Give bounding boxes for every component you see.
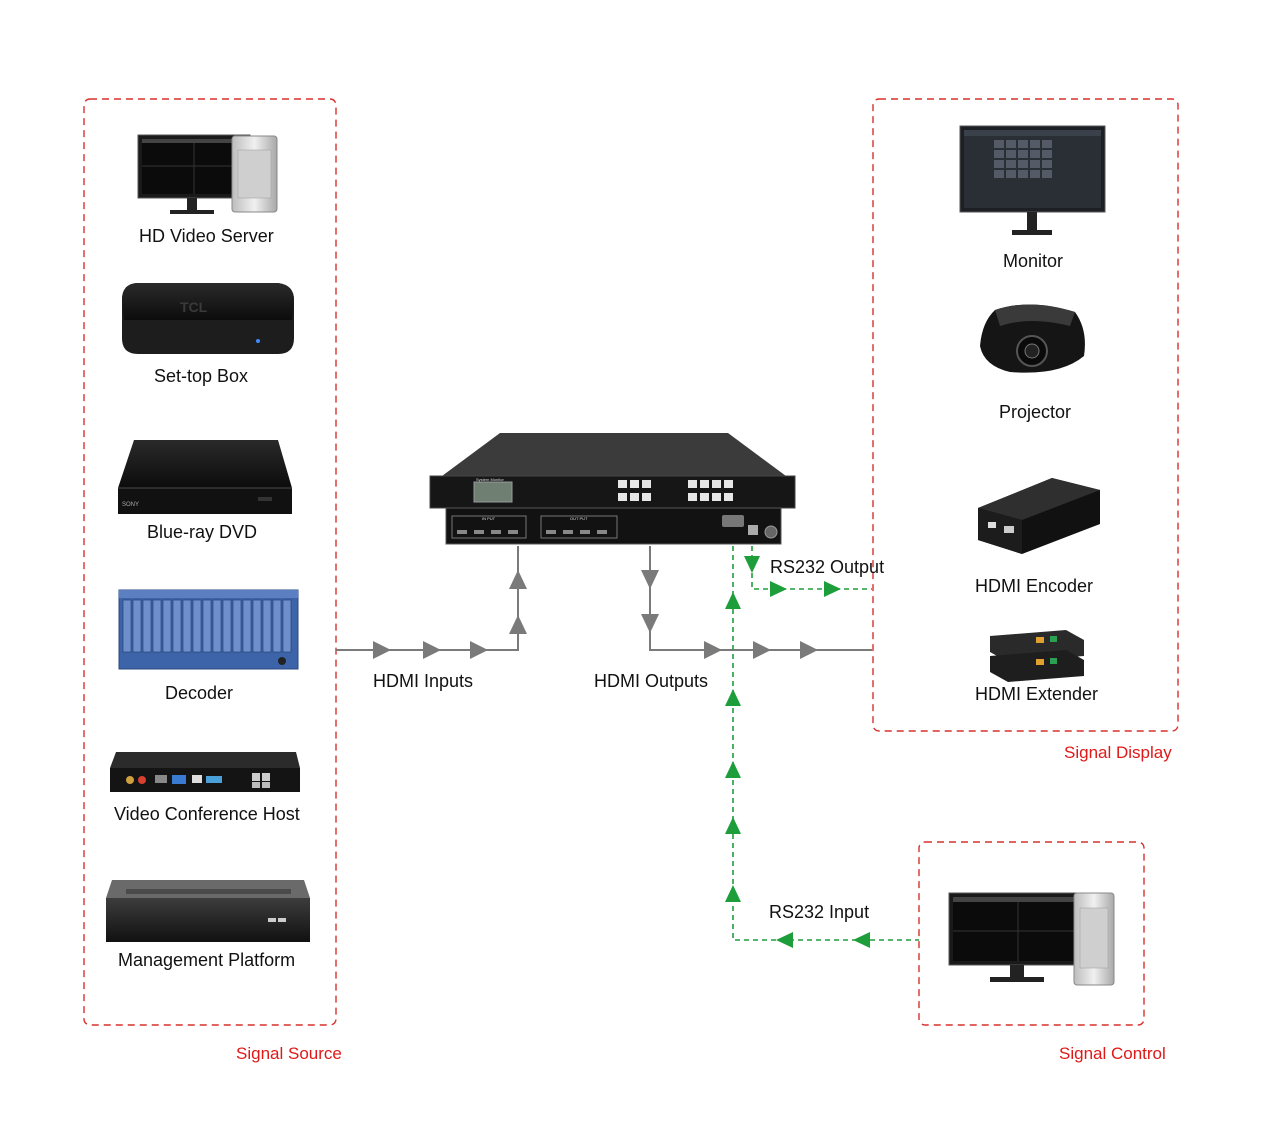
- hdmi-outputs-label: HDMI Outputs: [594, 671, 708, 691]
- set-top-box-icon: TCL: [122, 283, 294, 354]
- rs232-lines: [732, 546, 919, 941]
- hdmi-encoder-label: HDMI Encoder: [975, 576, 1093, 596]
- set-top-box-label: Set-top Box: [154, 366, 248, 386]
- signal-control-group: [918, 841, 1145, 1026]
- server-chassis-icon: [106, 880, 310, 942]
- projector-icon: [980, 304, 1085, 373]
- signal-source-group: [83, 98, 337, 1026]
- conference-host-icon: [110, 752, 300, 792]
- set-top-box-brand: TCL: [180, 299, 208, 315]
- matrix-screen-text: System Monitor: [476, 477, 504, 482]
- signal-source-label: Signal Source: [236, 1044, 342, 1063]
- signal-display-group: [872, 98, 1179, 732]
- rs232-arrows: [725, 556, 870, 948]
- signal-control-label: Signal Control: [1059, 1044, 1166, 1063]
- decoder-label: Decoder: [165, 683, 233, 703]
- video-conference-label: Video Conference Host: [114, 804, 300, 824]
- bluray-brand: SONY: [122, 502, 139, 508]
- projector-label: Projector: [999, 402, 1071, 422]
- matrix-output-panel-label: OUT PUT: [570, 516, 588, 521]
- hdmi-input-line: [336, 546, 519, 651]
- decoder-rack-icon: [118, 589, 299, 670]
- rs232-output-label: RS232 Output: [770, 557, 884, 577]
- encoder-box-icon: [978, 478, 1100, 554]
- hdmi-extender-label: HDMI Extender: [975, 684, 1098, 704]
- hdmi-inputs-label: HDMI Inputs: [373, 671, 473, 691]
- bluray-label: Blue-ray DVD: [147, 522, 257, 542]
- bluray-player-icon: SONY: [118, 440, 292, 514]
- extender-icon: [990, 630, 1084, 682]
- desktop-computer-icon: [948, 892, 1115, 986]
- rs232-input-label: RS232 Input: [769, 902, 869, 922]
- hdmi-arrows: [373, 570, 818, 659]
- matrix-input-panel-label: IN PUT: [482, 516, 496, 521]
- monitor-label: Monitor: [1003, 251, 1063, 271]
- hd-video-server-label: HD Video Server: [139, 226, 274, 246]
- desktop-computer-icon: [137, 134, 278, 214]
- matrix-switcher-icon: System Monitor IN PUT OUT PUT: [429, 433, 796, 545]
- management-label: Management Platform: [118, 950, 295, 970]
- signal-display-label: Signal Display: [1064, 743, 1172, 762]
- monitor-icon: [959, 125, 1106, 235]
